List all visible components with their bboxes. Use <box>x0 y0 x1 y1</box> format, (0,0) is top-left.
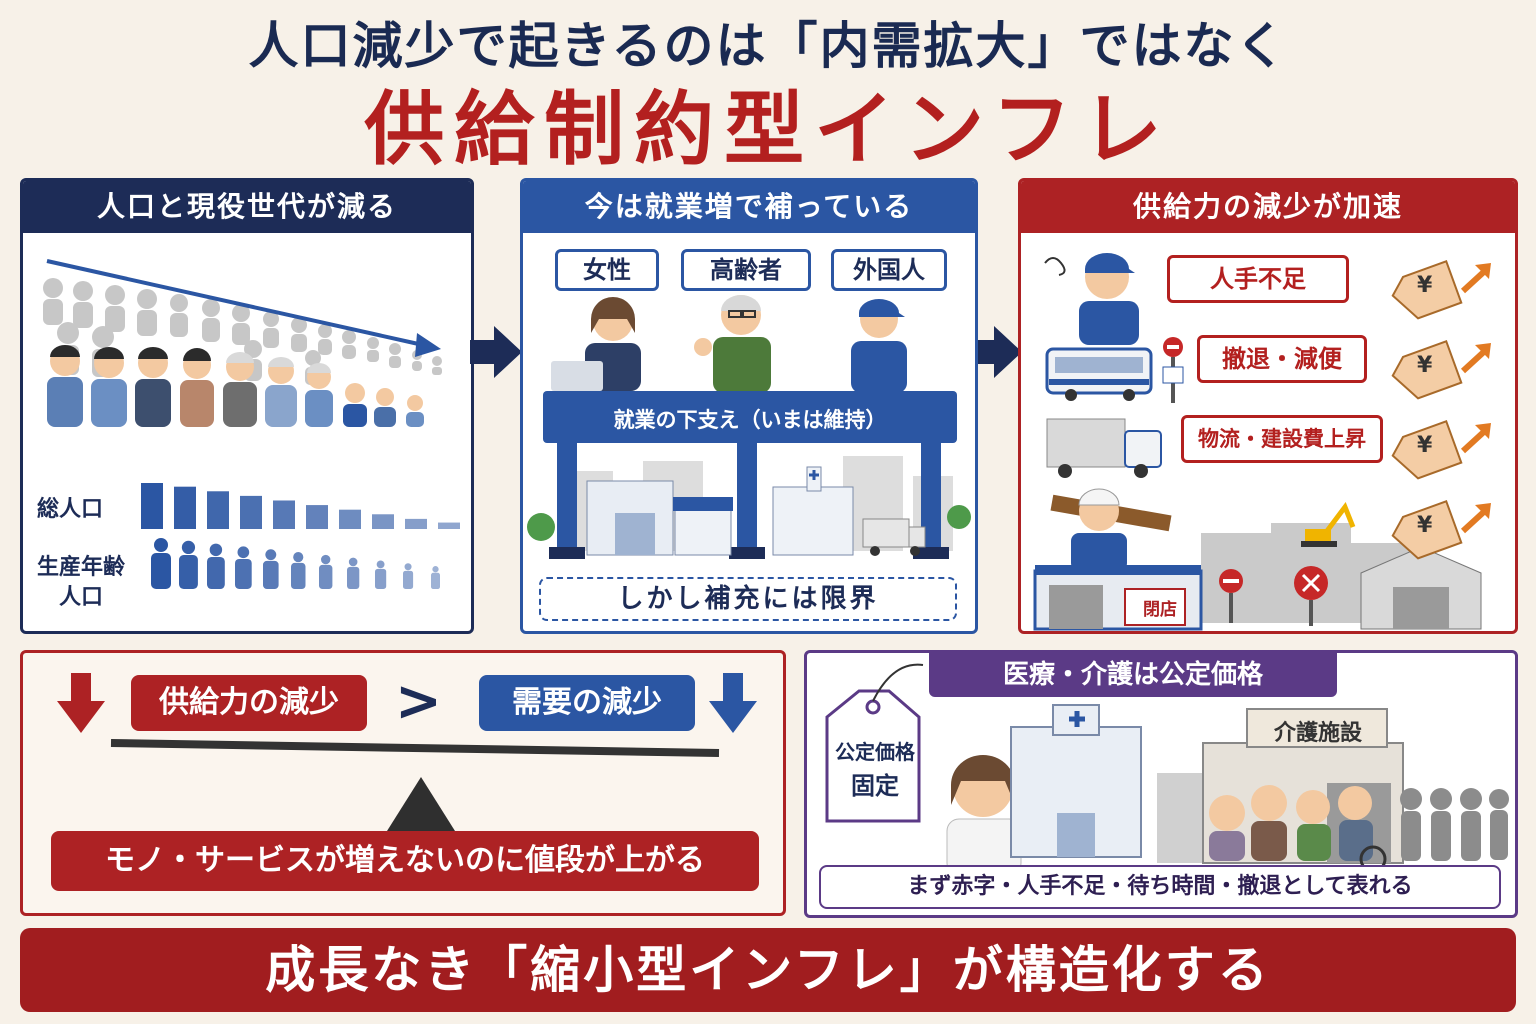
bus-icon <box>1045 347 1153 401</box>
medical-footer: まず赤字・人手不足・待ち時間・撤退として表れる <box>819 865 1501 909</box>
price-tag-text: 公定価格 固定 <box>831 735 919 803</box>
seesaw-fulcrum-icon <box>387 777 455 831</box>
working-age-person-icon <box>151 538 171 589</box>
yen-tag-label: ¥ <box>1417 433 1433 458</box>
working-age-person-icon <box>375 560 387 589</box>
decline-arrow-icon <box>415 333 441 357</box>
warehouse-icon <box>1360 546 1482 630</box>
working-age-person-icon <box>207 543 225 589</box>
employment-panel: 今は就業増で補っている 女性 高齢者 外国人 就業の下支え（いまは維持） しかし… <box>520 178 978 634</box>
faded-crowd-icon <box>43 278 442 385</box>
demand-decrease-label: 需要の減少 <box>479 675 695 731</box>
total-population-label: 総人口 <box>37 497 104 522</box>
total-population-bars <box>141 483 460 529</box>
population-panel: 人口と現役世代が減る <box>20 178 474 634</box>
balance-panel: 供給力の減少 > 需要の減少 モノ・サービスが増えないのに値段が上がる <box>20 650 786 916</box>
hospital-icon <box>772 466 854 556</box>
total-population-bar <box>273 500 295 529</box>
elderly-group-icon <box>1209 785 1387 873</box>
closed-store-sign: 閉店 <box>1143 600 1177 620</box>
working-age-person-icon <box>263 549 279 589</box>
supply-decrease-label: 供給力の減少 <box>131 675 367 731</box>
cancel-sign-icon <box>1294 566 1328 626</box>
care-facility-sign: 介護施設 <box>1273 721 1362 746</box>
tag-elderly: 高齢者 <box>681 249 811 291</box>
limit-label: しかし補充には限界 <box>539 577 957 621</box>
workers-bridge-illustration <box>527 295 971 559</box>
price-tag-line1: 公定価格 <box>835 740 915 764</box>
balance-illustration <box>57 673 757 831</box>
supply-item-cost-rise: 物流・建設費上昇 <box>1181 415 1383 463</box>
yen-tag-label: ¥ <box>1417 273 1433 298</box>
total-population-bar <box>372 514 394 529</box>
worker-woman-icon <box>551 297 641 391</box>
working-age-person-icon <box>347 557 360 589</box>
no-entry-sign-icon <box>1219 569 1243 623</box>
total-population-bar <box>174 486 196 529</box>
tag-women: 女性 <box>555 249 659 291</box>
headline-line1: 人口減少で起きるのは「内需拡大」ではなく <box>248 17 1288 75</box>
medical-panel: 医療・介護は公定価格 公定価格 固定 介護施設 まず赤字・人手不足・待ち時間・撤… <box>804 650 1518 918</box>
worried-nurse-icon <box>946 755 1022 876</box>
supply-panel: 供給力の減少が加速 ¥ 人手不足 撤退・減便 物流・建設費上昇 ¥ ¥ ¥ ¥ … <box>1018 178 1518 634</box>
construction-worker-icon <box>1050 488 1172 571</box>
conclusion-banner: 成長なき「縮小型インフレ」が構造化する <box>20 928 1516 1012</box>
supply-item-labor-shortage: 人手不足 <box>1167 255 1349 303</box>
total-population-bar <box>405 518 427 529</box>
total-population-bar <box>207 491 229 529</box>
population-decline-illustration <box>43 259 460 589</box>
medical-panel-header: 医療・介護は公定価格 <box>929 653 1337 697</box>
working-age-person-icon <box>403 563 414 589</box>
working-age-person-icon <box>431 566 440 589</box>
store-building-icon <box>586 480 674 556</box>
worker-elderly-icon <box>694 295 771 393</box>
greater-than-symbol: > <box>395 669 442 734</box>
working-age-person-icon <box>179 540 198 589</box>
bridge-support-label: 就業の下支え（いまは維持） <box>613 408 887 432</box>
hospital-building-icon <box>1010 704 1142 858</box>
down-arrow-blue-icon <box>709 673 757 733</box>
working-age-label-line1: 生産年齢 <box>37 555 126 580</box>
working-age-person-icon <box>235 546 252 589</box>
total-population-bar <box>438 522 460 529</box>
supply-illustration <box>1033 253 1491 631</box>
delivery-truck-icon <box>1046 418 1162 478</box>
waiting-queue-icon <box>1400 788 1509 861</box>
bus-stop-no-entry-icon <box>1162 337 1184 403</box>
arrow-right-icon <box>470 326 522 378</box>
excavator-icon <box>1301 501 1356 547</box>
worker-foreigner-icon <box>851 299 907 393</box>
front-row-people-icon <box>47 345 424 427</box>
supply-item-withdrawal: 撤退・減便 <box>1197 335 1367 383</box>
working-age-population-label: 生産年齢 人口 <box>37 553 125 613</box>
tag-foreigners: 外国人 <box>831 249 947 291</box>
arrow-right-icon <box>970 326 1022 378</box>
bridge-beam <box>543 391 957 443</box>
working-age-person-icon <box>291 552 306 589</box>
supply-panel-header: 供給力の減少が加速 <box>1021 181 1515 233</box>
price-tag-icon <box>825 663 924 823</box>
employment-panel-header: 今は就業増で補っている <box>523 181 975 233</box>
seesaw-beam <box>110 739 720 757</box>
yen-tag-label: ¥ <box>1417 353 1433 378</box>
down-arrow-red-icon <box>57 673 105 733</box>
total-population-bar <box>339 509 361 529</box>
price-rise-result: モノ・サービスが増えないのに値段が上がる <box>51 831 759 891</box>
price-up-icons <box>1391 259 1491 560</box>
worried-worker-icon <box>1044 253 1139 345</box>
working-age-person-icon <box>319 554 333 589</box>
yen-tag-label: ¥ <box>1417 513 1433 538</box>
total-population-bar <box>306 505 328 529</box>
closed-store-icon <box>1033 565 1203 631</box>
medical-illustration <box>825 663 1509 876</box>
shop-icon <box>673 497 733 556</box>
working-age-people-icons <box>151 538 440 589</box>
total-population-bar <box>240 495 262 529</box>
headline-line2: 供給制約型インフレ <box>364 83 1172 176</box>
price-tag-line2: 固定 <box>851 772 899 800</box>
total-population-bar <box>141 483 163 529</box>
population-panel-header: 人口と現役世代が減る <box>23 181 471 233</box>
working-age-label-line2: 人口 <box>59 585 104 610</box>
truck-icon <box>862 518 926 556</box>
